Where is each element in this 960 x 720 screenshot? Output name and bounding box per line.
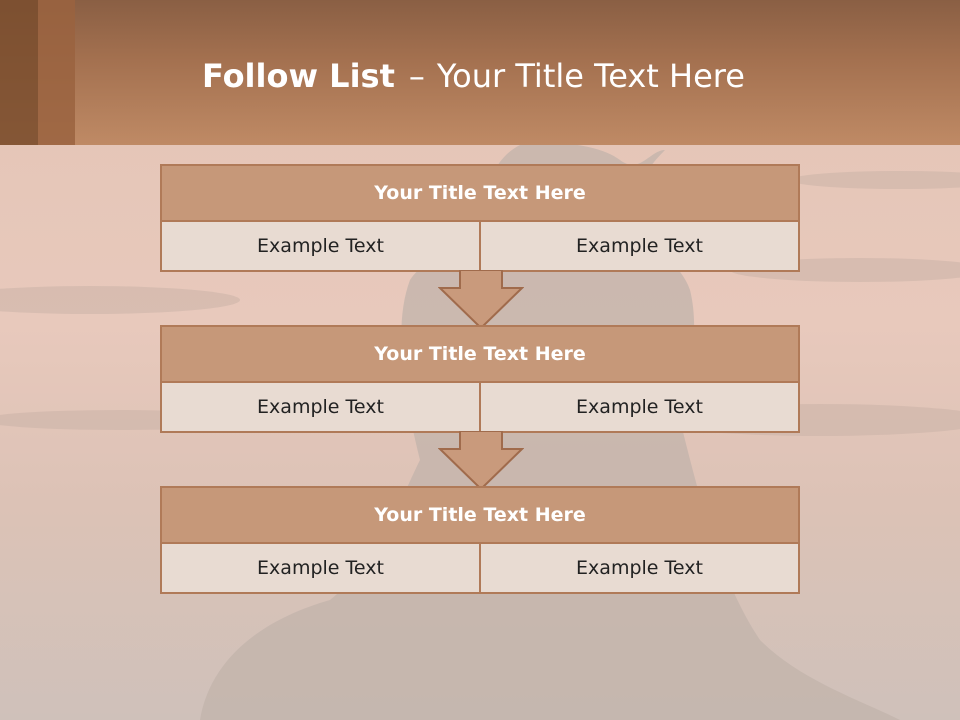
down-arrow-icon — [438, 431, 524, 491]
box-cell-right: Example Text — [479, 222, 798, 270]
box-row: Example Text Example Text — [162, 544, 798, 592]
box-title: Your Title Text Here — [162, 166, 798, 222]
box-title: Your Title Text Here — [162, 488, 798, 544]
header-accent-bar — [0, 0, 38, 145]
down-arrow-icon — [438, 270, 524, 330]
slide-title-bold: Follow List — [202, 57, 395, 95]
box-title: Your Title Text Here — [162, 327, 798, 383]
box-row: Example Text Example Text — [162, 222, 798, 270]
header-accent-bar-2 — [38, 0, 75, 145]
list-box-2: Your Title Text Here Example Text Exampl… — [160, 325, 800, 433]
box-cell-left: Example Text — [162, 544, 479, 592]
header-band — [0, 0, 960, 145]
box-cell-right: Example Text — [479, 544, 798, 592]
slide-title-rest: Your Title Text Here — [436, 57, 745, 95]
box-cell-left: Example Text — [162, 222, 479, 270]
slide-title: Follow List–Your Title Text Here — [202, 54, 745, 98]
title-dash: – — [408, 57, 425, 95]
list-box-1: Your Title Text Here Example Text Exampl… — [160, 164, 800, 272]
box-row: Example Text Example Text — [162, 383, 798, 431]
box-cell-left: Example Text — [162, 383, 479, 431]
box-cell-right: Example Text — [479, 383, 798, 431]
list-box-3: Your Title Text Here Example Text Exampl… — [160, 486, 800, 594]
